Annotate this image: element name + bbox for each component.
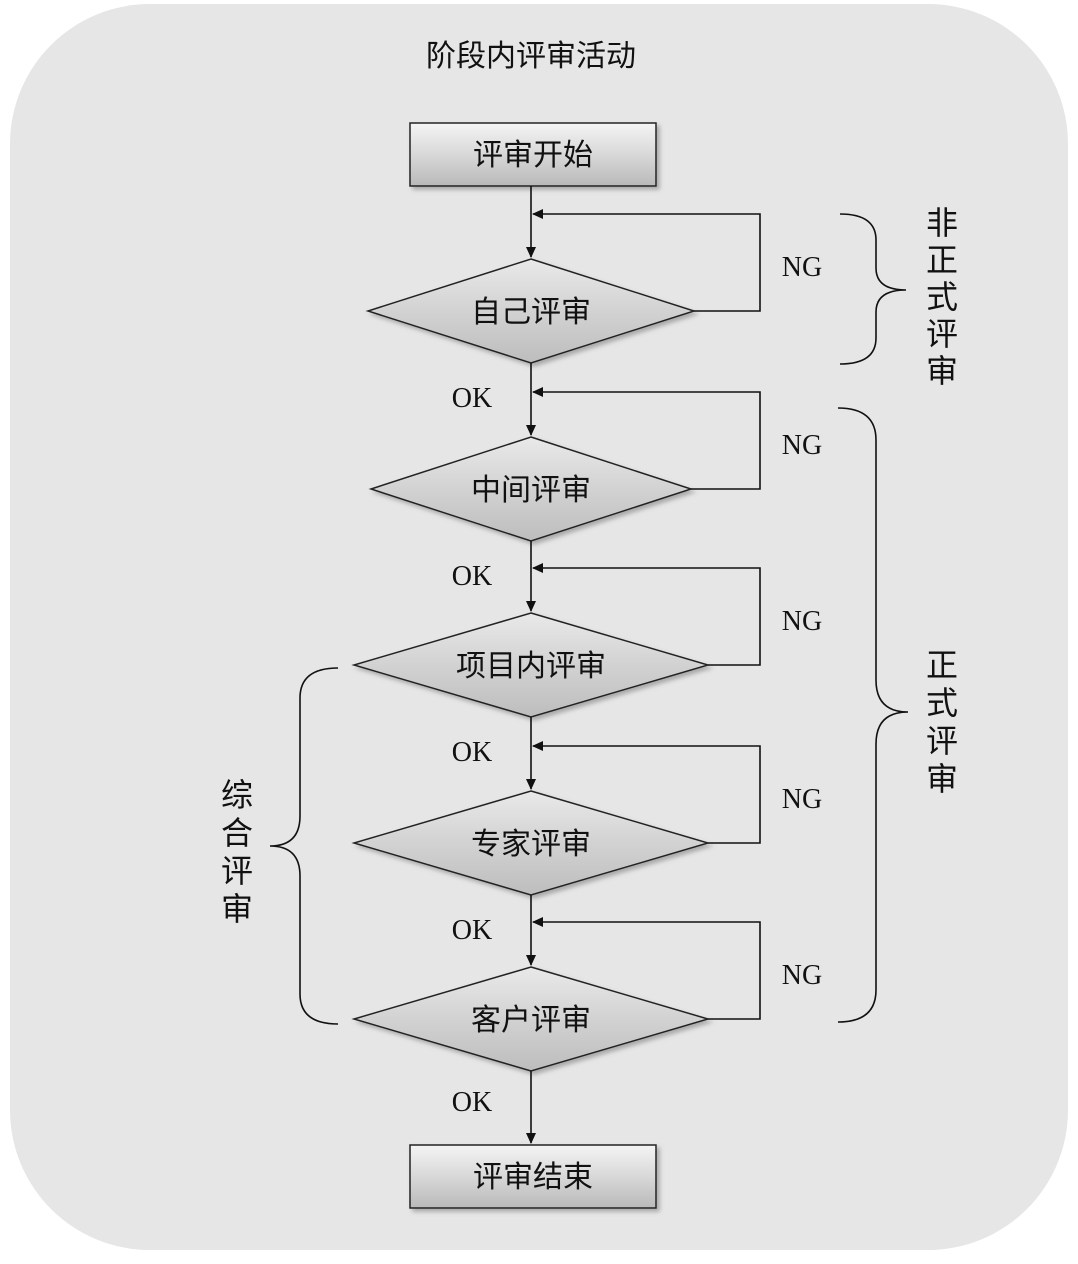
- middle-review-ng-label: NG: [782, 430, 822, 461]
- expert-review-ng-label: NG: [782, 784, 822, 815]
- self-review-label: 自己评审: [471, 295, 591, 330]
- customer-review-ok-label: OK: [452, 1087, 492, 1118]
- project-review-ng-label: NG: [782, 606, 822, 637]
- formal-review-label: 正式评审: [926, 646, 958, 798]
- middle-review-label: 中间评审: [471, 473, 591, 508]
- diagram-title: 阶段内评审活动: [426, 39, 636, 74]
- self-review-ng-loop: [532, 209, 761, 312]
- middle-review-ng-loop: [532, 387, 761, 490]
- self-review-ng-label: NG: [782, 252, 822, 283]
- project-review-diamond: 项目内评审: [351, 612, 711, 718]
- connectors: NG NG OK NG OK NG OK NG OK OK: [452, 186, 822, 1144]
- start-box: 评审开始: [409, 122, 657, 187]
- project-review-ng-loop: [532, 563, 761, 666]
- expert-review-ok-label: OK: [452, 915, 492, 946]
- comprehensive-brace: [269, 667, 339, 1025]
- formal-brace: [837, 407, 909, 1023]
- self-review-ok-label: OK: [452, 383, 492, 414]
- customer-review-ng-loop: [532, 917, 761, 1020]
- informal-brace: [839, 213, 907, 365]
- customer-review-diamond: 客户评审: [351, 966, 711, 1072]
- customer-review-ng-label: NG: [782, 960, 822, 991]
- expert-review-ng-loop: [532, 741, 761, 844]
- expert-review-label: 专家评审: [471, 827, 591, 862]
- informal-review-label: 非正式评审: [926, 204, 958, 390]
- project-review-label: 项目内评审: [456, 649, 606, 684]
- customer-review-label: 客户评审: [471, 1003, 591, 1038]
- middle-review-ok-label: OK: [452, 561, 492, 592]
- comprehensive-review-label: 综合评审: [221, 776, 253, 928]
- expert-review-diamond: 专家评审: [351, 790, 711, 896]
- project-review-ok-label: OK: [452, 737, 492, 768]
- end-box: 评审结束: [409, 1144, 657, 1209]
- start-label: 评审开始: [473, 138, 593, 173]
- end-label: 评审结束: [473, 1160, 593, 1195]
